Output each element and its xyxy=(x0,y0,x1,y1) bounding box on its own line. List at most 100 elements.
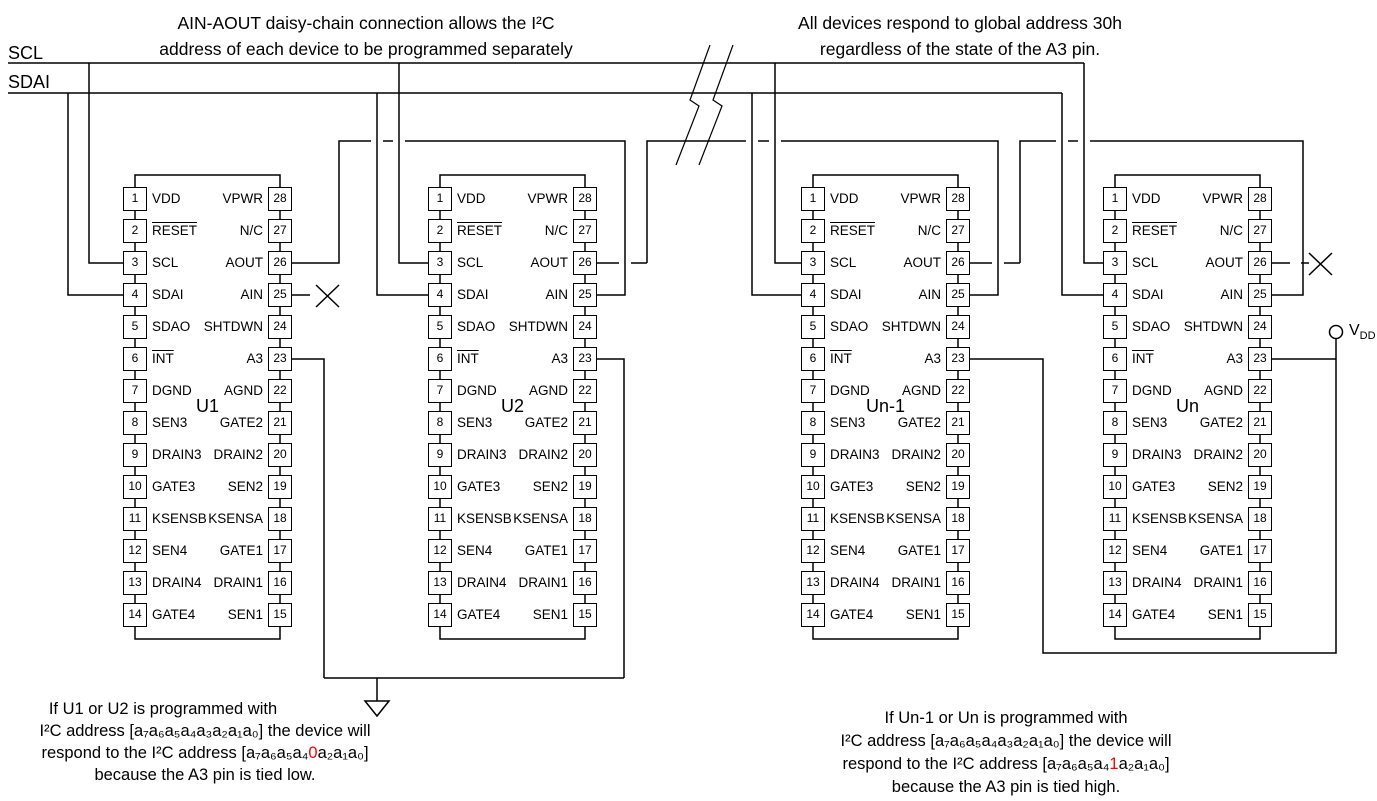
pin-label: GATE3 xyxy=(457,479,501,494)
pin-number-box: 2 xyxy=(428,219,452,243)
pin-number-box: 8 xyxy=(1103,411,1127,435)
pin-label: GATE2 xyxy=(524,415,568,430)
annotation-line: respond to the I²C address [a₇a₆a₅a₄0a₂a… xyxy=(0,742,410,764)
pin-label: GATE1 xyxy=(219,543,263,558)
pin-number-box: 27 xyxy=(946,219,970,243)
pin-number-box: 13 xyxy=(428,571,452,595)
pin-number-box: 25 xyxy=(946,283,970,307)
pin-number-box: 21 xyxy=(1248,411,1272,435)
a3-vdd-net xyxy=(970,339,1337,654)
pin-label: AGND xyxy=(901,383,941,398)
pin-label: AIN xyxy=(545,287,568,302)
pin-label: DRAIN2 xyxy=(891,447,941,462)
pin-number-box: 7 xyxy=(428,379,452,403)
annotation-line: regardless of the state of the A3 pin. xyxy=(819,39,1101,59)
pin-number-box: 14 xyxy=(123,603,147,627)
vdd-sub: DD xyxy=(1359,330,1376,343)
pin-label: SDAO xyxy=(457,319,496,334)
pin-number-box: 24 xyxy=(946,315,970,339)
pin-number-box: 15 xyxy=(946,603,970,627)
pin-label: GATE1 xyxy=(897,543,941,558)
pin-number-box: 3 xyxy=(123,251,147,275)
pin-label: DRAIN4 xyxy=(152,575,202,590)
chip-label: U2 xyxy=(500,396,524,416)
pin-number-box: 22 xyxy=(268,379,292,403)
pin-label: SHTDWN xyxy=(1183,319,1243,334)
pin-label: KSENSA xyxy=(208,511,263,526)
pin-label: SEN2 xyxy=(532,479,568,494)
pin-number-box: 10 xyxy=(428,475,452,499)
chip-outline-un xyxy=(1114,174,1261,640)
pin-number-box: 17 xyxy=(946,539,970,563)
pin-label: RESET xyxy=(1132,223,1178,238)
pin-number-box: 28 xyxy=(946,187,970,211)
pin-number-box: 5 xyxy=(123,315,147,339)
pin-label: GATE4 xyxy=(1132,607,1176,622)
aout-ain-link-u1-u2 xyxy=(292,140,626,296)
chip-label: U1 xyxy=(195,396,219,416)
ain-no-connect-u1 xyxy=(292,284,340,308)
pin-label: KSENSA xyxy=(1188,511,1243,526)
pin-number-box: 21 xyxy=(268,411,292,435)
chip-label: Un xyxy=(1175,396,1199,416)
pin-number-box: 22 xyxy=(946,379,970,403)
pin-number-box: 21 xyxy=(946,411,970,435)
pin-number-box: 13 xyxy=(123,571,147,595)
pin-label: GATE3 xyxy=(830,479,874,494)
pin-label: RESET xyxy=(457,223,503,238)
chip-outline-un1 xyxy=(812,174,959,640)
pin-label: VPWR xyxy=(527,191,569,206)
pin-label: SEN4 xyxy=(1132,543,1168,558)
pin-label: AOUT xyxy=(1205,255,1243,270)
pin-label: DRAIN3 xyxy=(830,447,880,462)
pin-label: GATE2 xyxy=(897,415,941,430)
pin-number-box: 3 xyxy=(801,251,825,275)
pin-number-box: 14 xyxy=(1103,603,1127,627)
scl-drop-wires xyxy=(88,63,1103,264)
chip-label: Un-1 xyxy=(865,396,905,416)
pin-number-box: 18 xyxy=(1248,507,1272,531)
pin-label: SHTDWN xyxy=(508,319,568,334)
pin-number-box: 28 xyxy=(1248,187,1272,211)
a3-ground-net xyxy=(292,358,625,701)
pin-label: KSENSB xyxy=(457,511,512,526)
pin-label: N/C xyxy=(1219,223,1243,238)
pin-label: AOUT xyxy=(225,255,263,270)
red-a3-bit-high: 1 xyxy=(1109,755,1119,773)
pin-label: INT xyxy=(457,351,479,366)
pin-number-box: 19 xyxy=(573,475,597,499)
vdd-terminal-circle xyxy=(1328,324,1344,340)
address-suffix: a₂a₁a₀] xyxy=(317,744,369,762)
pin-label: DGND xyxy=(457,383,497,398)
pin-label: KSENSA xyxy=(513,511,568,526)
pin-label: DRAIN3 xyxy=(1132,447,1182,462)
pin-number-box: 26 xyxy=(946,251,970,275)
pin-number-box: 6 xyxy=(801,347,825,371)
pin-label: A3 xyxy=(1226,351,1243,366)
pin-number-box: 17 xyxy=(268,539,292,563)
pin-number-box: 12 xyxy=(123,539,147,563)
pin-label: SEN1 xyxy=(532,607,568,622)
pin-label: SEN2 xyxy=(227,479,263,494)
pin-number-box: 26 xyxy=(573,251,597,275)
annotation-a3-high: If Un-1 or Un is programmed with I²C add… xyxy=(800,707,1212,799)
pin-number-box: 4 xyxy=(123,283,147,307)
annotation-line: address of each device to be programmed … xyxy=(159,39,573,59)
pin-label: SDAI xyxy=(1132,287,1164,302)
pin-label: N/C xyxy=(239,223,263,238)
pin-label: DRAIN1 xyxy=(891,575,941,590)
pin-number-box: 23 xyxy=(1248,347,1272,371)
pin-label: GATE4 xyxy=(830,607,874,622)
pin-label: SDAO xyxy=(152,319,191,334)
pin-label: INT xyxy=(152,351,174,366)
pin-number-box: 20 xyxy=(268,443,292,467)
pin-label: GATE4 xyxy=(457,607,501,622)
pin-label: VPWR xyxy=(1202,191,1244,206)
pin-label: SEN3 xyxy=(457,415,493,430)
pin-label: SEN4 xyxy=(152,543,188,558)
pin-label: A3 xyxy=(246,351,263,366)
